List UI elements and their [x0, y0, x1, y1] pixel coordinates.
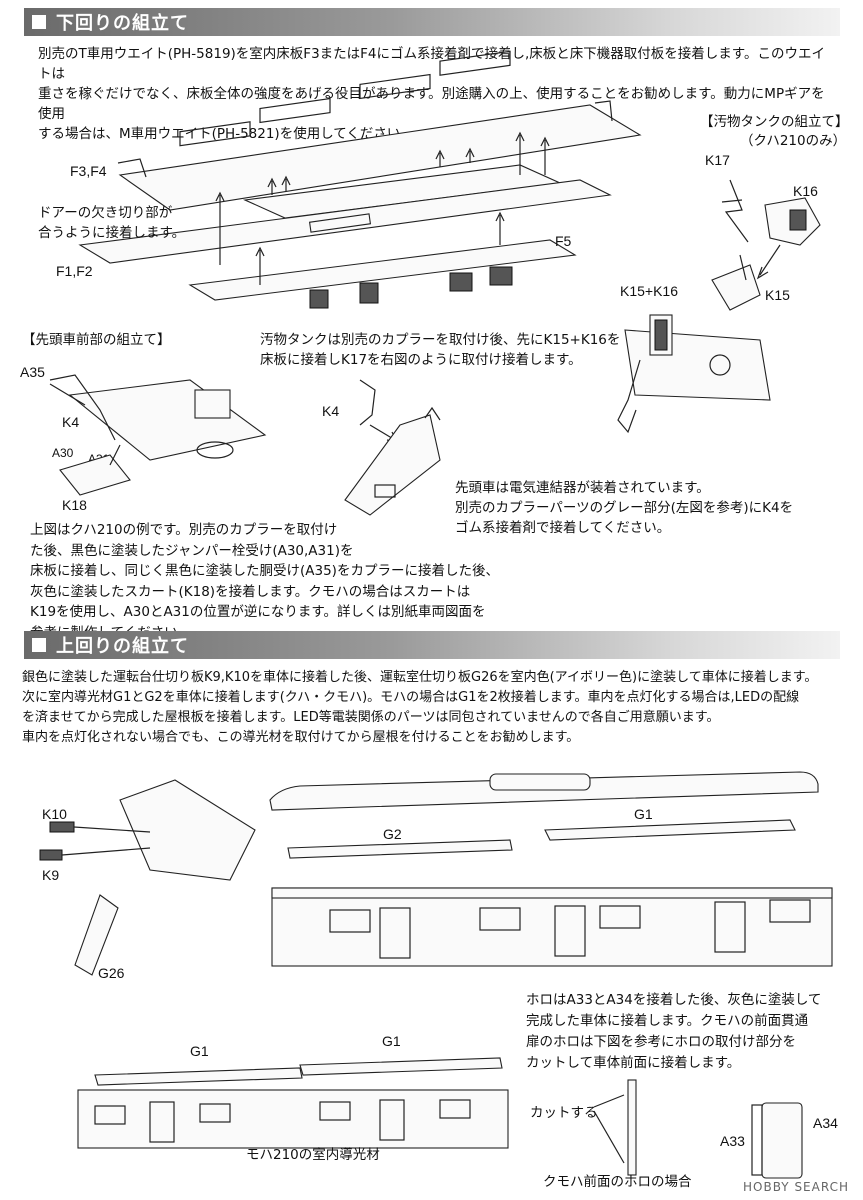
label-g26: G26 — [98, 965, 125, 981]
tank-note: 汚物タンクは別売のカプラーを取付け後、先にK15+K16を 床板に接着しK17を… — [260, 332, 621, 368]
door-note: ドアーの欠き切り部が 合うように接着します。 — [38, 205, 186, 241]
label-a33: A33 — [720, 1133, 745, 1149]
tank-diagram — [617, 179, 821, 434]
section-banner-upper: 上回りの組立て — [24, 631, 840, 659]
label-k18: K18 — [62, 497, 87, 513]
label-g1-right: G1 — [382, 1033, 401, 1049]
cut-label: カットする — [530, 1105, 598, 1121]
label-g1: G1 — [634, 806, 653, 822]
tank-title: 【汚物タンクの組立て】 — [700, 114, 849, 130]
label-k4: K4 — [62, 414, 80, 430]
label-g1-left: G1 — [190, 1043, 209, 1059]
label-k9: K9 — [42, 867, 60, 883]
label-k4-coupler: K4 — [322, 403, 340, 419]
lower-intro: 別売のT車用ウエイト(PH-5819)を室内床板F3またはF4にゴム系接着剤で接… — [38, 46, 825, 142]
tank-subtitle: （クハ210のみ） — [740, 133, 847, 149]
watermark: HOBBY SEARCH — [743, 1180, 849, 1194]
horo-diagram — [593, 1079, 803, 1179]
label-a35: A35 — [20, 364, 45, 380]
moha-caption: モハ210の室内導光材 — [246, 1147, 380, 1163]
section-banner-lower: 下回りの組立て — [24, 8, 840, 36]
label-a34: A34 — [813, 1115, 838, 1131]
coupler-note: 先頭車は電気連結器が装着されています。 別売のカプラーパーツのグレー部分(左図を… — [455, 480, 794, 536]
front-title: 【先頭車前部の組立て】 — [22, 332, 171, 348]
horo-note: ホロはA33とA34を接着した後、灰色に塗装して 完成した車体に接着します。クモ… — [526, 992, 822, 1071]
section-title: 下回りの組立て — [56, 13, 189, 34]
label-f3-f4: F3,F4 — [70, 163, 107, 179]
label-f1-f2: F1,F2 — [56, 263, 93, 279]
floor-assembly-diagram — [78, 50, 642, 309]
label-k15-k16: K15+K16 — [620, 283, 678, 299]
label-f5: F5 — [555, 233, 572, 249]
section-title: 上回りの組立て — [56, 636, 189, 657]
front-diagram — [49, 374, 441, 516]
square-bullet-icon — [32, 638, 46, 652]
moha-diagram — [77, 1057, 509, 1149]
label-k15: K15 — [765, 287, 790, 303]
square-bullet-icon — [32, 15, 46, 29]
upper-intro: 銀色に塗装した運転台仕切り板K9,K10を車体に接着した後、運転室仕切り板G26… — [22, 670, 818, 745]
label-k10: K10 — [42, 806, 67, 822]
front-note: 上図はクハ210の例です。別売のカプラーを取付け た後、黒色に塗装したジャンパー… — [30, 522, 499, 641]
body-assembly-diagram — [39, 771, 833, 976]
label-a30: A30 — [52, 446, 74, 460]
label-k16: K16 — [793, 183, 818, 199]
label-k17: K17 — [705, 152, 730, 168]
horo-caption: クモハ前面のホロの場合 — [543, 1174, 692, 1190]
label-g2: G2 — [383, 826, 402, 842]
